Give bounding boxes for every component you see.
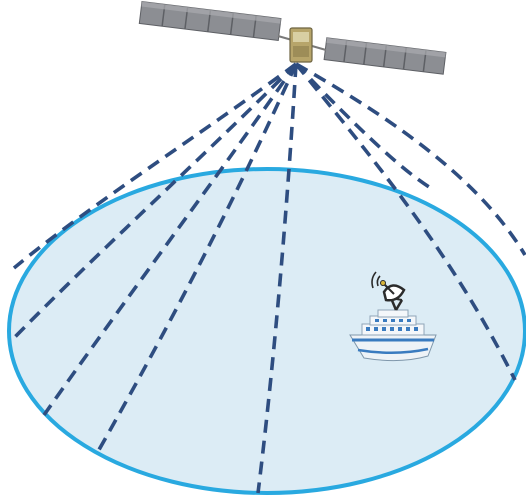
beam-line bbox=[294, 62, 517, 381]
beam-lines bbox=[10, 62, 526, 494]
beam-line bbox=[10, 62, 298, 342]
dish-antenna-icon bbox=[371, 271, 406, 311]
beam-line bbox=[295, 62, 526, 256]
beam-line bbox=[42, 62, 298, 417]
right-solar-panel bbox=[323, 37, 447, 75]
beam-line bbox=[256, 63, 298, 494]
satellite-icon bbox=[138, 1, 447, 75]
beam-line bbox=[294, 62, 435, 192]
beam-line bbox=[94, 63, 298, 456]
left-solar-panel bbox=[138, 1, 282, 42]
coverage-area bbox=[7, 167, 526, 495]
beam-line bbox=[12, 62, 298, 270]
ship-icon bbox=[349, 271, 437, 362]
